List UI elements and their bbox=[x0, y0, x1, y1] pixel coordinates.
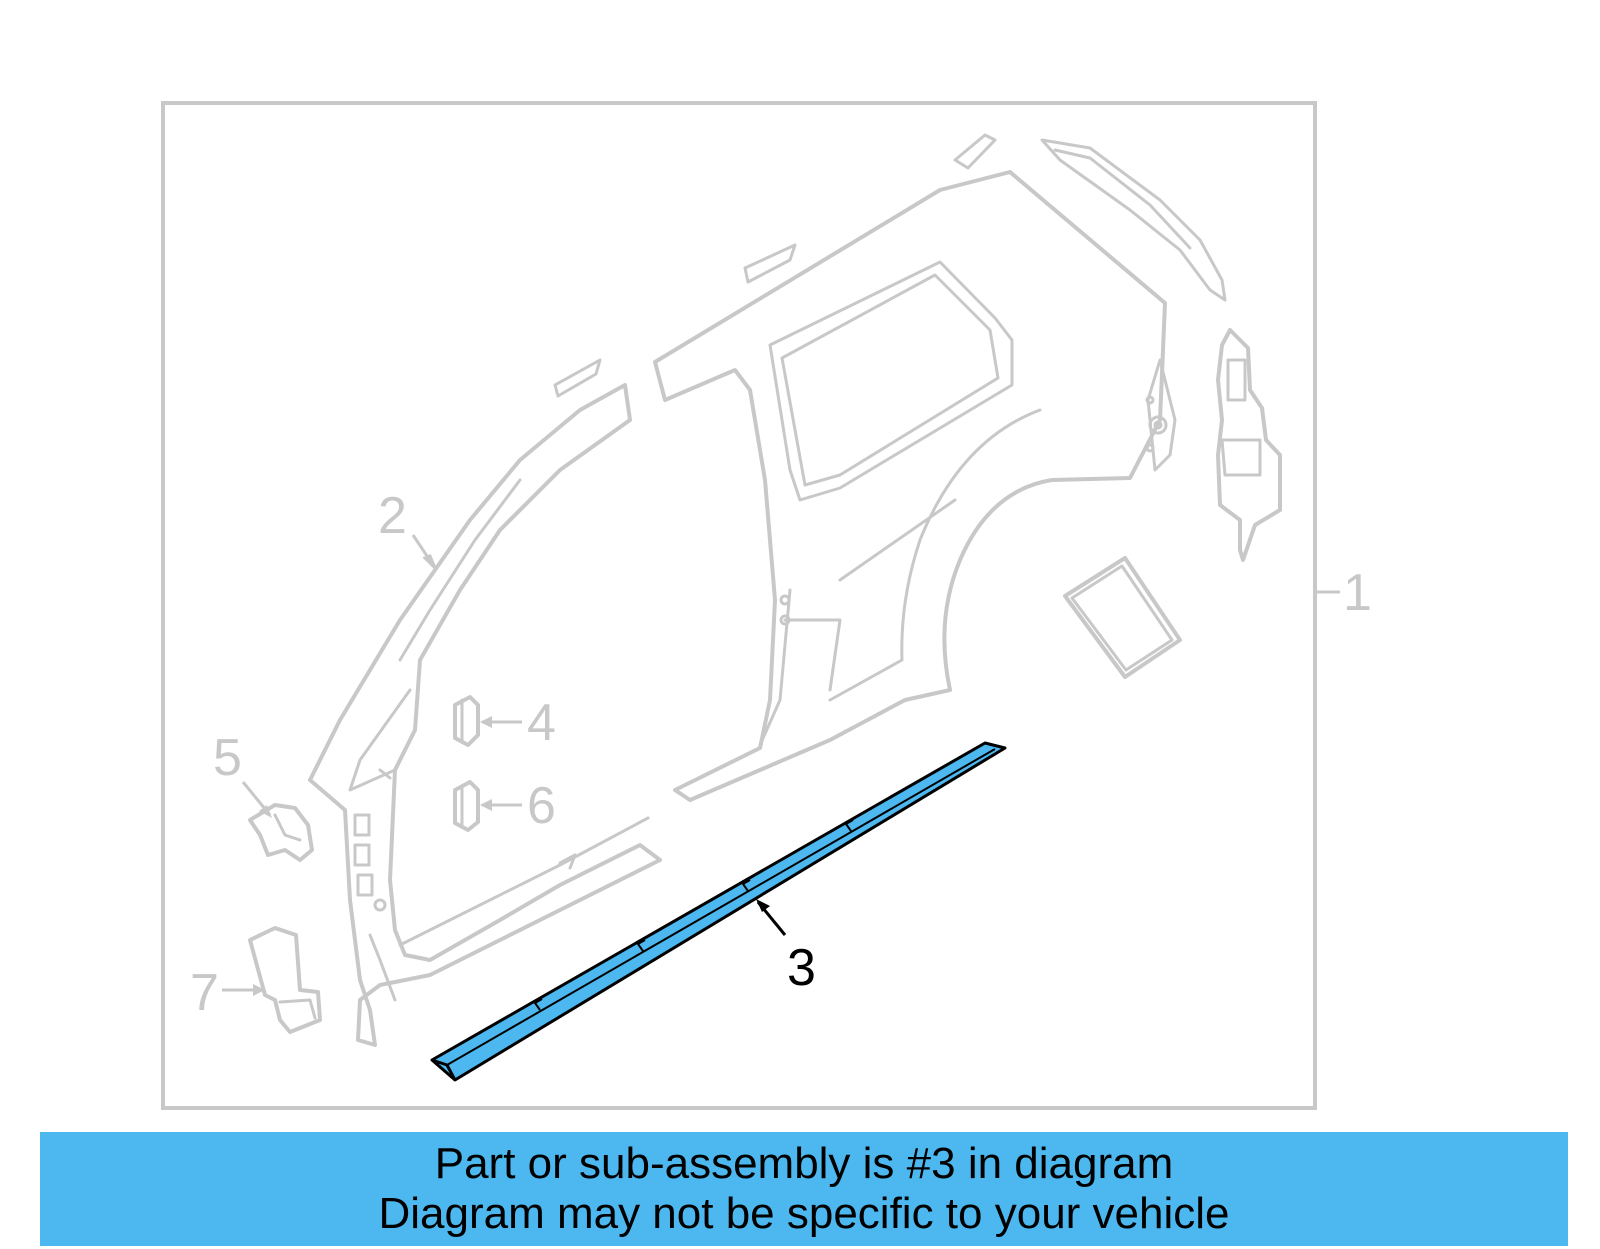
bracket-part-5-ghost bbox=[248, 803, 314, 862]
callout-2: 2 bbox=[378, 487, 407, 545]
leader-3 bbox=[756, 899, 787, 936]
callout-4: 4 bbox=[527, 694, 556, 752]
bracket-part-4-ghost bbox=[453, 695, 480, 747]
leader-5 bbox=[241, 781, 272, 818]
roof-rail-strips-ghost bbox=[553, 133, 1227, 398]
parts-diagram: 1 2 3 4 5 6 7 bbox=[161, 101, 1372, 1110]
callout-3: 3 bbox=[787, 939, 816, 997]
callout-5: 5 bbox=[213, 729, 242, 787]
rear-quarter-inner-ghost bbox=[1216, 328, 1282, 562]
trim-panel-inner-ghost bbox=[1070, 564, 1174, 672]
leader-6 bbox=[480, 799, 522, 811]
leader-2 bbox=[411, 534, 437, 570]
diagram-frame bbox=[161, 101, 1317, 1110]
rocker-panel-part-3 bbox=[430, 741, 1007, 1082]
leader-7 bbox=[222, 984, 265, 996]
trim-panel-ghost bbox=[1063, 556, 1182, 679]
leader-4 bbox=[480, 716, 522, 728]
banner-line-disclaimer: Diagram may not be specific to your vehi… bbox=[378, 1189, 1230, 1238]
bracket-part-6-ghost bbox=[453, 780, 480, 832]
body-side-panel-ghost bbox=[653, 170, 1177, 802]
callout-1: 1 bbox=[1343, 564, 1372, 622]
info-banner: Part or sub-assembly is #3 in diagram Di… bbox=[40, 1132, 1568, 1246]
banner-line-part-number: Part or sub-assembly is #3 in diagram bbox=[434, 1139, 1174, 1188]
bracket-part-7-ghost bbox=[248, 926, 322, 1034]
callout-6: 6 bbox=[527, 777, 556, 835]
callout-7: 7 bbox=[190, 964, 219, 1022]
front-pillar-ghost bbox=[308, 383, 662, 1047]
